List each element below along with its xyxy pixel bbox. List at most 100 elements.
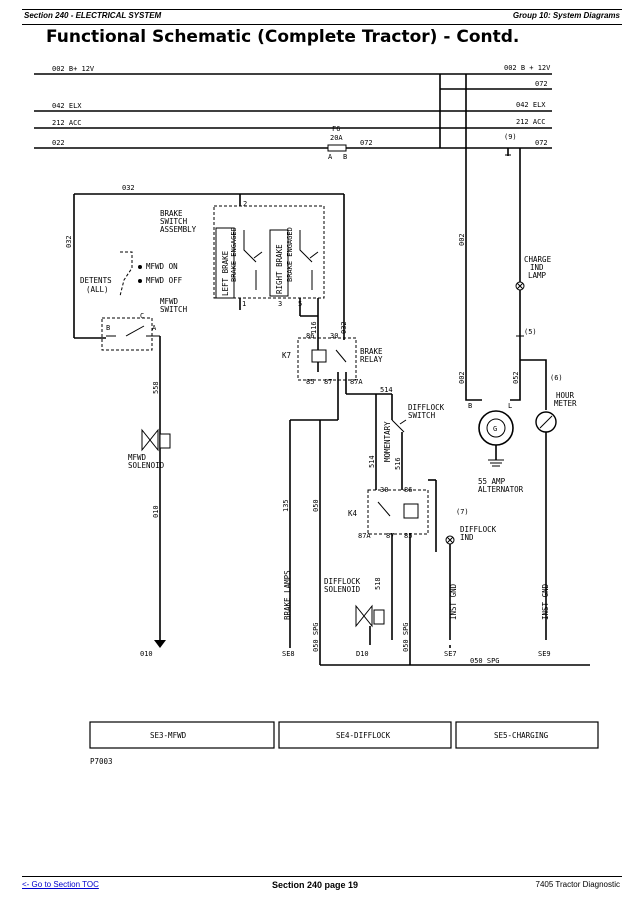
go-to-toc-link[interactable]: <- Go to Section TOC: [22, 880, 99, 889]
document-name: 7405 Tractor Diagnostic: [535, 880, 621, 889]
difflock-solenoid-label-2: SOLENOID: [324, 585, 361, 594]
brake-relay-label-1: BRAKE: [360, 347, 383, 356]
alt-pin-b: B: [468, 402, 472, 410]
switch-pin-a: A: [152, 324, 157, 332]
brake-pin-2: 2: [243, 200, 247, 208]
brake-engaged-1: BRAKE ENGAGED: [230, 227, 238, 282]
bus-022: 022: [52, 139, 65, 147]
bus-lines: [34, 73, 552, 385]
k4-pin-85: 85: [404, 532, 412, 540]
charge-ind-label-2: IND: [530, 263, 544, 272]
alt-pin-l: L: [508, 402, 512, 410]
detents-label-1: DETENTS: [80, 276, 112, 285]
ground-se9: SE9: [538, 650, 551, 658]
bus-b12v-right: 002 B + 12V: [504, 64, 551, 72]
switch-pin-b: B: [106, 324, 110, 332]
alt-g-symbol: G: [493, 425, 497, 433]
switch-pin-c: C: [140, 312, 144, 320]
k4-pin-87a: 87A: [358, 532, 371, 540]
inst-gnd-1: INST GND: [449, 583, 458, 620]
charge-ind-label-1: CHARGE: [524, 255, 552, 264]
bus-072-top: 072: [535, 80, 548, 88]
brake-pin-3: 3: [278, 300, 282, 308]
fuse-f6: [327, 144, 347, 152]
wire-116: 116: [310, 321, 318, 334]
k7-pin-30: 30: [330, 332, 338, 340]
section-se5: SE5-CHARGING: [494, 731, 549, 740]
hour-meter-label-1: HOUR: [556, 391, 575, 400]
group-title: Group 10: System Diagrams: [512, 11, 620, 20]
momentary-label: MOMENTARY: [383, 421, 392, 462]
bus-b12v-left: 002 B+ 12V: [52, 65, 95, 73]
brake-relay-label-2: RELAY: [360, 355, 383, 364]
brake-switch-label-2: SWITCH: [160, 217, 188, 226]
wire-032-top: 032: [122, 184, 135, 192]
left-brake-label: LEFT BRAKE: [221, 250, 230, 296]
bus-072-mid: 072: [360, 139, 373, 147]
wire-052-alt: 052: [512, 371, 520, 384]
connector-6: (6): [550, 374, 563, 382]
connector-9: (9): [504, 133, 517, 141]
connector-7: (7): [456, 508, 469, 516]
mfwd-switch-label-1: MFWD: [160, 297, 179, 306]
brake-pin-1: 1: [242, 300, 246, 308]
k7-pin-87a: 87A: [350, 378, 363, 386]
difflock-solenoid: [355, 604, 385, 628]
section-title: Section 240 - ELECTRICAL SYSTEM: [24, 11, 162, 20]
difflock-ind-label-1: DIFFLOCK: [460, 525, 497, 534]
k4-pin-87: 87: [386, 532, 394, 540]
bus-acc-right: 212 ACC: [516, 118, 546, 126]
difflock-switch-label-1: DIFFLOCK: [408, 403, 445, 412]
wire-002-vert: 002: [458, 233, 466, 246]
wire-032-vert: 032: [65, 235, 73, 248]
mfwd-solenoid-label-2: SOLENOID: [128, 461, 165, 470]
k4-pin-30: 30: [380, 486, 388, 494]
hour-meter-label-2: METER: [554, 399, 577, 408]
inst-gnd-2: INST GND: [541, 583, 550, 620]
brake-lamps-label: BRAKE LAMPS: [283, 570, 292, 620]
wire-135: 135: [282, 499, 290, 512]
fuse-f6-pin-a: A: [328, 153, 333, 161]
page-header: Section 240 - ELECTRICAL SYSTEM Group 10…: [22, 9, 622, 25]
fuse-f6-id: F6: [332, 125, 340, 133]
page-footer: <- Go to Section TOC Section 240 page 19…: [22, 876, 622, 891]
wire-050-spg-bottom: 050 SPG: [470, 657, 500, 665]
brake-switch-label-3: ASSEMBLY: [160, 225, 197, 234]
fuse-f6-rating: 20A: [330, 134, 343, 142]
wire-032-relay: 032: [340, 321, 348, 334]
wire-516: 516: [394, 457, 402, 470]
right-brake-label: RIGHT BRAKE: [275, 244, 284, 294]
wire-514-vert: 514: [368, 455, 376, 468]
difflock-switch-label-2: SWITCH: [408, 411, 436, 420]
relay-k4: K4: [348, 509, 358, 518]
detents-label-2: (ALL): [86, 285, 109, 294]
wire-518: 518: [374, 577, 382, 590]
ground-se7: SE7: [444, 650, 457, 658]
alternator-label-2: ALTERNATOR: [478, 485, 524, 494]
figure-id: P7003: [90, 757, 113, 766]
mfwd-on-label: MFWD ON: [146, 262, 178, 271]
mfwd-switch-label-2: SWITCH: [160, 305, 188, 314]
connector-5: (5): [524, 328, 537, 336]
bus-elx-left: 042 ELX: [52, 102, 82, 110]
k7-pin-85: 85: [306, 378, 314, 386]
charge-ind-label-3: LAMP: [528, 271, 547, 280]
difflock-ind-label-2: IND: [460, 533, 474, 542]
mfwd-solenoid-label-1: MFWD: [128, 453, 147, 462]
bus-072-right: 072: [535, 139, 548, 147]
section-se3: SE3-MFWD: [150, 731, 187, 740]
wire-010-d: D10: [356, 650, 369, 658]
alternator-label-1: 55 AMP: [478, 477, 506, 486]
wire-050-spg-b: 050 SPG: [402, 622, 410, 652]
brake-switch-label-1: BRAKE: [160, 209, 183, 218]
ground-se8: SE8: [282, 650, 295, 658]
fuse-f6-pin-b: B: [343, 153, 347, 161]
wire-050-vert: 050: [312, 499, 320, 512]
mfwd-solenoid: [141, 428, 171, 452]
k4-pin-86: 86: [404, 486, 412, 494]
mfwd-off-label: MFWD OFF: [146, 276, 183, 285]
difflock-solenoid-label-1: DIFFLOCK: [324, 577, 361, 586]
page-number: Section 240 page 19: [272, 880, 359, 890]
wire-050-spg-a: 050 SPG: [312, 622, 320, 652]
